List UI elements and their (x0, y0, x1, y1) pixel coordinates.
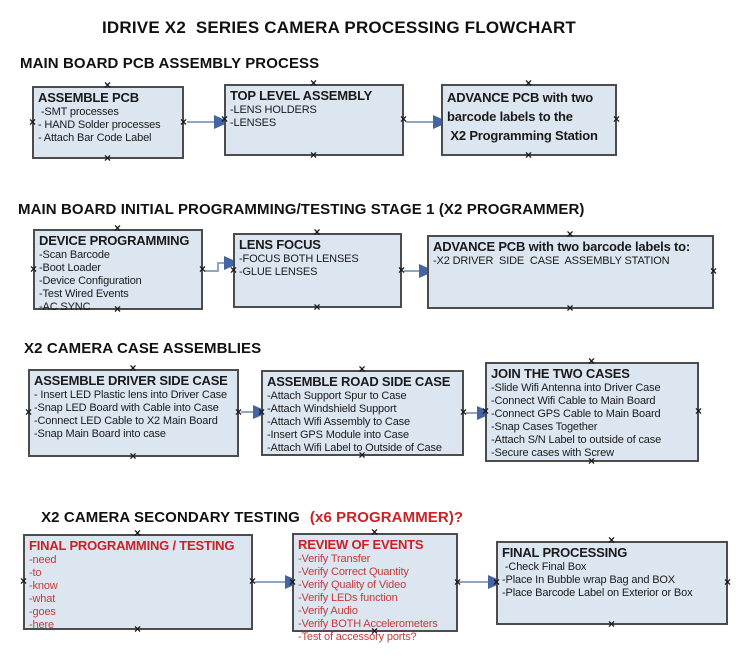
flow-box-advance-pcb-programming-station: ADVANCE PCB with two barcode labels to t… (441, 84, 617, 156)
flow-box-device-programming: DEVICE PROGRAMMING -Scan Barcode -Boot L… (33, 229, 203, 313)
flow-box-assemble-pcb: ASSEMBLE PCB -SMT processes - HAND Solde… (32, 86, 184, 159)
box-item: -Snap Main Board into case (34, 428, 166, 440)
box-item: - HAND Solder processes (38, 119, 161, 131)
box-bold-line: barcode labels to the (447, 109, 573, 124)
box-item: -Attach Support Spur to Case (267, 390, 407, 402)
box-item: -Verify Audio (298, 605, 358, 617)
box-title: JOIN THE TWO CASES (491, 366, 630, 381)
box-item: -Boot Loader (39, 262, 101, 274)
chart-title: IDRIVE X2 SERIES CAMERA PROCESSING FLOWC… (101, 18, 577, 37)
box-item: -Snap LED Board with Cable into Case (34, 402, 219, 414)
flow-box-lens-focus: LENS FOCUS -FOCUS BOTH LENSES -GLUE LENS… (233, 233, 402, 308)
box-item: -Secure cases with Screw (491, 447, 614, 459)
flow-box-advance-pcb-driver-side: ADVANCE PCB with two barcode labels to: … (427, 235, 714, 309)
box-item: - Attach Bar Code Label (38, 132, 152, 144)
box-item: -to (29, 567, 42, 579)
box-item: -need (29, 554, 57, 566)
box-item: -Verify Correct Quantity (298, 566, 409, 578)
flow-box-join-the-two-cases: JOIN THE TWO CASES -Slide Wifi Antenna i… (485, 362, 699, 462)
box-item: -what (29, 593, 56, 605)
box-item: -Verify Quality of Video (298, 579, 407, 591)
section-heading-case-assemblies: X2 CAMERA CASE ASSEMBLIES (24, 340, 262, 357)
box-bold-line: ADVANCE PCB with two (447, 90, 593, 105)
box-item: -SMT processes (38, 106, 119, 118)
box-item: -Attach Wifi Label to Outside of Case (267, 442, 442, 454)
box-item: -Attach S/N Label to outside of case (491, 434, 662, 446)
box-item: -Verify LEDs function (298, 592, 398, 604)
box-item: -Insert GPS Module into Case (267, 429, 409, 441)
box-item: -Snap Cases Together (491, 421, 598, 433)
box-item: -FOCUS BOTH LENSES (239, 253, 359, 265)
box-title: FINAL PROGRAMMING / TESTING (29, 538, 235, 553)
box-item: -GLUE LENSES (239, 266, 318, 278)
box-item: -Check Final Box (502, 561, 587, 573)
box-title: ADVANCE PCB with two barcode labels to: (433, 239, 691, 254)
box-item: -goes (29, 606, 56, 618)
flow-box-final-processing: FINAL PROCESSING -Check Final Box -Place… (496, 541, 728, 625)
box-item: -Scan Barcode (39, 249, 110, 261)
flow-box-assemble-driver-side-case: ASSEMBLE DRIVER SIDE CASE - Insert LED P… (28, 369, 239, 457)
box-title: ASSEMBLE PCB (38, 90, 139, 105)
section-heading-pcb-assembly: MAIN BOARD PCB ASSEMBLY PROCESS (20, 55, 320, 72)
box-item: -Connect Wifi Cable to Main Board (491, 395, 656, 407)
box-item: - Insert LED Plastic lens into Driver Ca… (34, 389, 227, 401)
box-item: -Connect LED Cable to X2 Main Board (34, 415, 218, 427)
box-item: -Attach Wifi Assembly to Case (267, 416, 410, 428)
box-item: -Device Configuration (39, 275, 142, 287)
section-heading-initial-programming: MAIN BOARD INITIAL PROGRAMMING/TESTING S… (18, 201, 585, 218)
box-item: -Verify Transfer (298, 553, 371, 565)
box-title: ASSEMBLE ROAD SIDE CASE (267, 374, 451, 389)
flow-box-assemble-road-side-case: ASSEMBLE ROAD SIDE CASE -Attach Support … (261, 370, 464, 456)
box-title: TOP LEVEL ASSEMBLY (230, 88, 373, 103)
box-item: -AC SYNC (39, 301, 91, 313)
box-bold-line: X2 Programming Station (447, 128, 598, 143)
box-item: -X2 DRIVER SIDE CASE ASSEMBLY STATION (433, 255, 670, 267)
box-title: FINAL PROCESSING (502, 545, 628, 560)
box-title: ASSEMBLE DRIVER SIDE CASE (34, 373, 228, 388)
flow-box-top-level-assembly: TOP LEVEL ASSEMBLY -LENS HOLDERS -LENSES (224, 84, 404, 156)
box-item-overflow: -Test of accessory ports? (298, 631, 417, 643)
connector-arrow (205, 256, 240, 272)
box-item: -LENSES (230, 117, 277, 129)
flow-box-review-of-events: REVIEW OF EVENTS -Verify Transfer -Verif… (292, 533, 458, 643)
box-title: REVIEW OF EVENTS (298, 537, 424, 552)
box-item: -Verify BOTH Accelerometers (298, 618, 438, 630)
section-heading-secondary-testing-red: (x6 PROGRAMMER)? (309, 509, 464, 526)
box-item: -Slide Wifi Antenna into Driver Case (491, 382, 661, 394)
box-title: DEVICE PROGRAMMING (39, 233, 190, 248)
flow-box-final-programming-testing: FINAL PROGRAMMING / TESTING -need -to -k… (23, 534, 253, 631)
box-item: -Test Wired Events (39, 288, 129, 300)
box-item: -LENS HOLDERS (230, 104, 317, 116)
section-heading-secondary-testing-black: X2 CAMERA SECONDARY TESTING (41, 509, 300, 526)
box-item: -Place In Bubble wrap Bag and BOX (502, 574, 675, 586)
box-item: -Connect GPS Cable to Main Board (491, 408, 661, 420)
box-title: LENS FOCUS (239, 237, 321, 252)
box-item: -Attach Windshield Support (267, 403, 397, 415)
section-heading-secondary-testing: X2 CAMERA SECONDARY TESTING (x6 PROGRAMME… (24, 492, 463, 543)
box-item: -know (29, 580, 58, 592)
box-item: -here (29, 619, 54, 631)
box-item: -Place Barcode Label on Exterior or Box (502, 587, 693, 599)
